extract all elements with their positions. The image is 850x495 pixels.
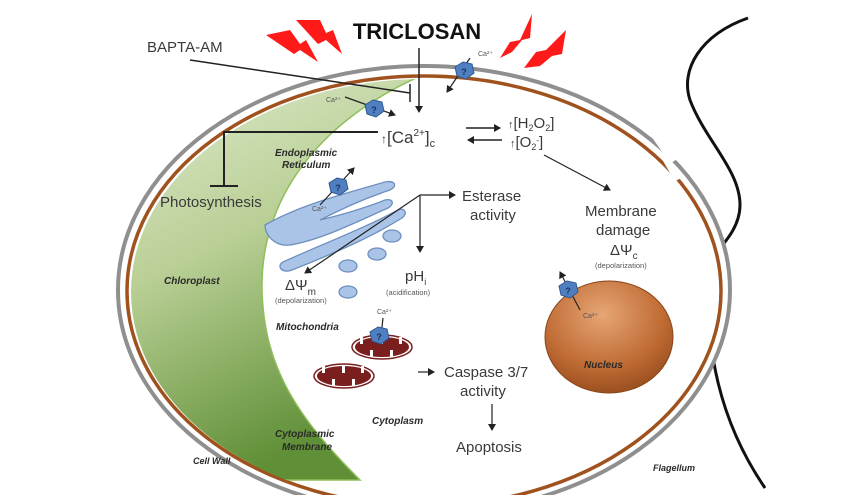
esterase-label-line2: activity — [470, 207, 516, 224]
ros-to-membrane-damage-arrow — [543, 154, 611, 191]
apoptosis-label: Apoptosis — [456, 439, 522, 456]
er-label-line2: Reticulum — [282, 160, 330, 171]
delta-psi-c-note: (depolarization) — [595, 261, 647, 270]
membrane-damage-line2: damage — [596, 222, 650, 239]
calcium-bracket: ] — [425, 128, 430, 147]
svg-text:↑[H2O2]: ↑[H2O2] — [508, 115, 554, 133]
delta-psi-m-label: ΔΨm — [285, 277, 316, 298]
channel-question-mark: ? — [461, 67, 467, 77]
ca-ion-label: Ca²⁺ — [312, 206, 327, 213]
photosynthesis-inhibition-line — [223, 131, 378, 186]
nucleus-label: Nucleus — [584, 360, 623, 371]
esterase-label-line1: Esterase — [462, 188, 521, 205]
svg-text:↑[Ca2+]c: ↑[Ca2+]c — [381, 128, 436, 150]
cytoplasm-label: Cytoplasm — [372, 416, 423, 427]
channel-question-mark: ? — [376, 332, 382, 342]
superoxide-label: ↑[O2-] — [510, 134, 543, 152]
ca-ion-label: Ca²⁺ — [478, 51, 493, 58]
nucleus — [544, 280, 674, 394]
cell-wall-label: Cell Wall — [193, 456, 231, 466]
delta-psi-m-note: (depolarization) — [275, 296, 327, 305]
membrane-damage-line1: Membrane — [585, 203, 657, 220]
lightning-bolt-icon — [524, 30, 566, 68]
calcium-channel-chloroplast: ? Ca²⁺ — [326, 96, 396, 118]
increase-arrow: ↑ — [381, 132, 387, 146]
lightning-bolt-icon — [500, 14, 532, 58]
photosynthesis-label: Photosynthesis — [160, 194, 262, 211]
mitochondrion-1 — [351, 334, 413, 360]
membrane-damage-gap — [653, 134, 681, 182]
channel-question-mark: ? — [335, 183, 341, 193]
cytoplasmic-membrane-label-line1: Cytoplasmic — [275, 429, 335, 440]
calcium-subscript: c — [430, 138, 436, 150]
calcium-channel-wall: ? Ca²⁺ — [446, 51, 493, 93]
calcium-channel-mitochondria: ? Ca²⁺ — [369, 309, 392, 346]
calcium-charge: 2+ — [413, 128, 425, 139]
ph-note: (acidification) — [386, 288, 431, 297]
bapta-inhibition-line — [189, 59, 411, 94]
stress-bolt-icons — [266, 14, 566, 68]
calcium-channel-nucleus: ? Ca²⁺ — [558, 271, 598, 320]
er-label-line1: Endoplasmic — [275, 148, 338, 159]
lightning-bolt-icon — [266, 30, 318, 62]
channel-question-mark: ? — [565, 286, 571, 296]
delta-psi-m-arrow — [304, 194, 421, 274]
calcium-channel-er: ? Ca²⁺ — [312, 167, 355, 213]
caspase-label-line1: Caspase 3/7 — [444, 364, 528, 381]
chloroplast-label: Chloroplast — [164, 276, 220, 287]
svg-text:↑[O2-]: ↑[O2-] — [510, 134, 543, 152]
endoplasmic-reticulum — [264, 180, 406, 299]
channel-question-mark: ? — [371, 105, 377, 115]
ca-ion-label: Ca²⁺ — [377, 309, 392, 316]
ph-label: pHi — [405, 268, 426, 287]
lightning-bolt-icon — [296, 20, 342, 54]
mitochondria-label: Mitochondria — [276, 322, 339, 333]
mitochondrion-2 — [313, 363, 375, 389]
calcium-text: [Ca — [387, 128, 414, 147]
delta-psi-c-label: ΔΨc — [610, 242, 638, 262]
ca-ion-label: Ca²⁺ — [583, 313, 598, 320]
caspase-label-line2: activity — [460, 383, 506, 400]
flagellum-label: Flagellum — [653, 463, 695, 473]
cytoplasmic-membrane-label-line2: Membrane — [282, 442, 332, 453]
bapta-am-label: BAPTA-AM — [147, 39, 223, 56]
triclosan-title: TRICLOSAN — [353, 19, 481, 44]
h2o2-label: ↑[H2O2] — [508, 115, 554, 133]
cytosolic-calcium-label: ↑[Ca2+]c — [381, 128, 436, 150]
ca-ion-label: Ca²⁺ — [326, 97, 341, 104]
